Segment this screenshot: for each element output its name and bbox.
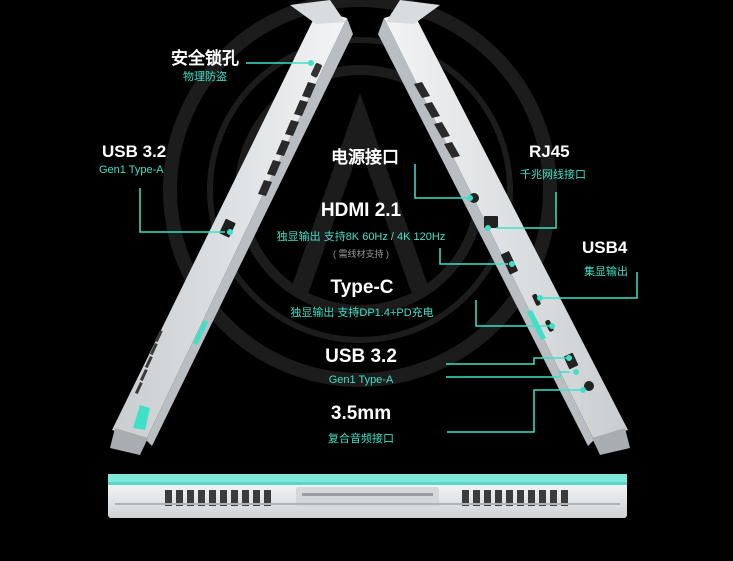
lock-subtitle: 物理防盗 xyxy=(183,71,227,83)
usb-right-title: USB 3.2 xyxy=(325,346,397,367)
background-emblem xyxy=(163,0,557,387)
leader-dots xyxy=(227,60,586,393)
usb4-port-icon xyxy=(532,293,541,306)
usb-left-title: USB 3.2 xyxy=(102,142,167,161)
usb4-subtitle: 集显输出 xyxy=(584,266,628,278)
rj45-port-icon xyxy=(484,216,498,228)
audio-title: 3.5mm xyxy=(330,403,392,424)
lock-title: 安全锁孔 xyxy=(171,49,239,68)
hdmi-note: ( 需线材支持 ) xyxy=(333,249,389,259)
audio-subtitle: 复合音频接口 xyxy=(328,433,394,445)
type-c-subtitle: 独显输出 支持DP1.4+PD充电 xyxy=(290,307,434,319)
audio-jack-icon xyxy=(584,381,594,391)
leader-lines xyxy=(139,62,638,433)
laptop-base-rear-view xyxy=(108,474,627,518)
rj45-title: RJ45 xyxy=(529,142,570,161)
power-title: 电源接口 xyxy=(331,148,399,167)
usb-left-subtitle: Gen1 Type-A xyxy=(99,164,164,176)
hdmi-title: HDMI 2.1 xyxy=(320,200,402,221)
type-c-title: Type-C xyxy=(330,277,394,298)
hdmi-subtitle: 独显输出 支持8K 60Hz / 4K 120Hz xyxy=(276,231,446,243)
usb4-title: USB4 xyxy=(582,238,628,257)
rj45-subtitle: 千兆网线接口 xyxy=(520,169,586,181)
left-laptop-side xyxy=(110,0,353,455)
usb-right-subtitle: Gen1 Type-A xyxy=(328,374,394,386)
